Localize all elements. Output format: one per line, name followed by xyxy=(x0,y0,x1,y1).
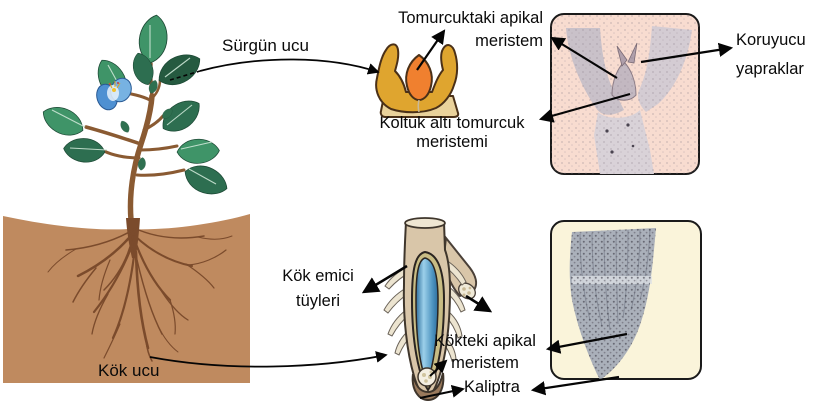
bud-apical-meristem-label-line1: Tomurcuktaki apikal xyxy=(398,9,543,27)
roots-illustration xyxy=(47,218,233,362)
shoot-micrograph-panel xyxy=(550,13,700,175)
protective-leaves-label-line1: Koruyucu xyxy=(736,31,806,49)
arrow-root-apical-to-label xyxy=(429,359,448,377)
protective-leaves-label-line2: yapraklar xyxy=(736,60,804,78)
arrow-kaliptra-left xyxy=(419,384,465,399)
arrow-shoot-tip-dashed xyxy=(169,70,201,81)
root-hairs-label: Kök emici tüyleri xyxy=(266,264,370,314)
soil-block xyxy=(3,214,250,383)
root-apical-meristem-label-line1: Kökteki apikal xyxy=(434,332,536,350)
axillary-bud-meristem-label-line2: meristemi xyxy=(416,133,488,151)
arrow-bud-apical-meristem xyxy=(416,29,446,71)
bud-apical-meristem-label: Tomurcuktaki apikal meristem xyxy=(373,7,543,53)
plant-stems xyxy=(84,62,186,223)
bud-apical-meristem-label-line2: meristem xyxy=(475,32,543,50)
arrows xyxy=(149,29,734,399)
root-cap-label: Kaliptra xyxy=(464,378,520,396)
root-hairs-label-line1: Kök emici xyxy=(282,267,354,285)
arrow-protective-leaves xyxy=(640,42,734,64)
root-apical-meristem-label: Kökteki apikal meristem xyxy=(422,330,548,374)
shoot-tip-label: Sürgün ucu xyxy=(222,36,309,55)
root-tip-label: Kök ucu xyxy=(98,361,160,380)
protective-leaves-label: Koruyucu yapraklar xyxy=(736,26,806,84)
arrow-meristem-from-micrograph xyxy=(550,36,618,79)
arrow-root-tip xyxy=(149,351,388,368)
root-micrograph-panel xyxy=(550,220,702,380)
plant-illustration xyxy=(37,12,233,223)
root-tip-illustration xyxy=(383,217,478,402)
shoot-micrograph-image xyxy=(551,14,699,174)
arrow-kaliptra-from-micrograph xyxy=(530,375,620,396)
root-apical-meristem-label-line2: meristem xyxy=(451,354,519,372)
axillary-bud-meristem-label: Koltuk altı tomurcuk meristemi xyxy=(358,114,546,152)
root-hairs-label-line2: tüyleri xyxy=(295,292,340,310)
flower-icon xyxy=(96,77,132,111)
shoot-bud-illustration xyxy=(375,43,460,118)
arrow-axillary-from-micrograph xyxy=(538,92,631,123)
arrow-root-apical-from-micrograph xyxy=(545,332,628,354)
arrow-root-hairs xyxy=(361,264,408,294)
arrow-shoot-tip xyxy=(199,58,380,75)
axillary-bud-meristem-label-line1: Koltuk altı tomurcuk xyxy=(379,114,525,132)
root-micrograph-image xyxy=(569,228,656,379)
arrow-lateral-root xyxy=(465,294,493,313)
